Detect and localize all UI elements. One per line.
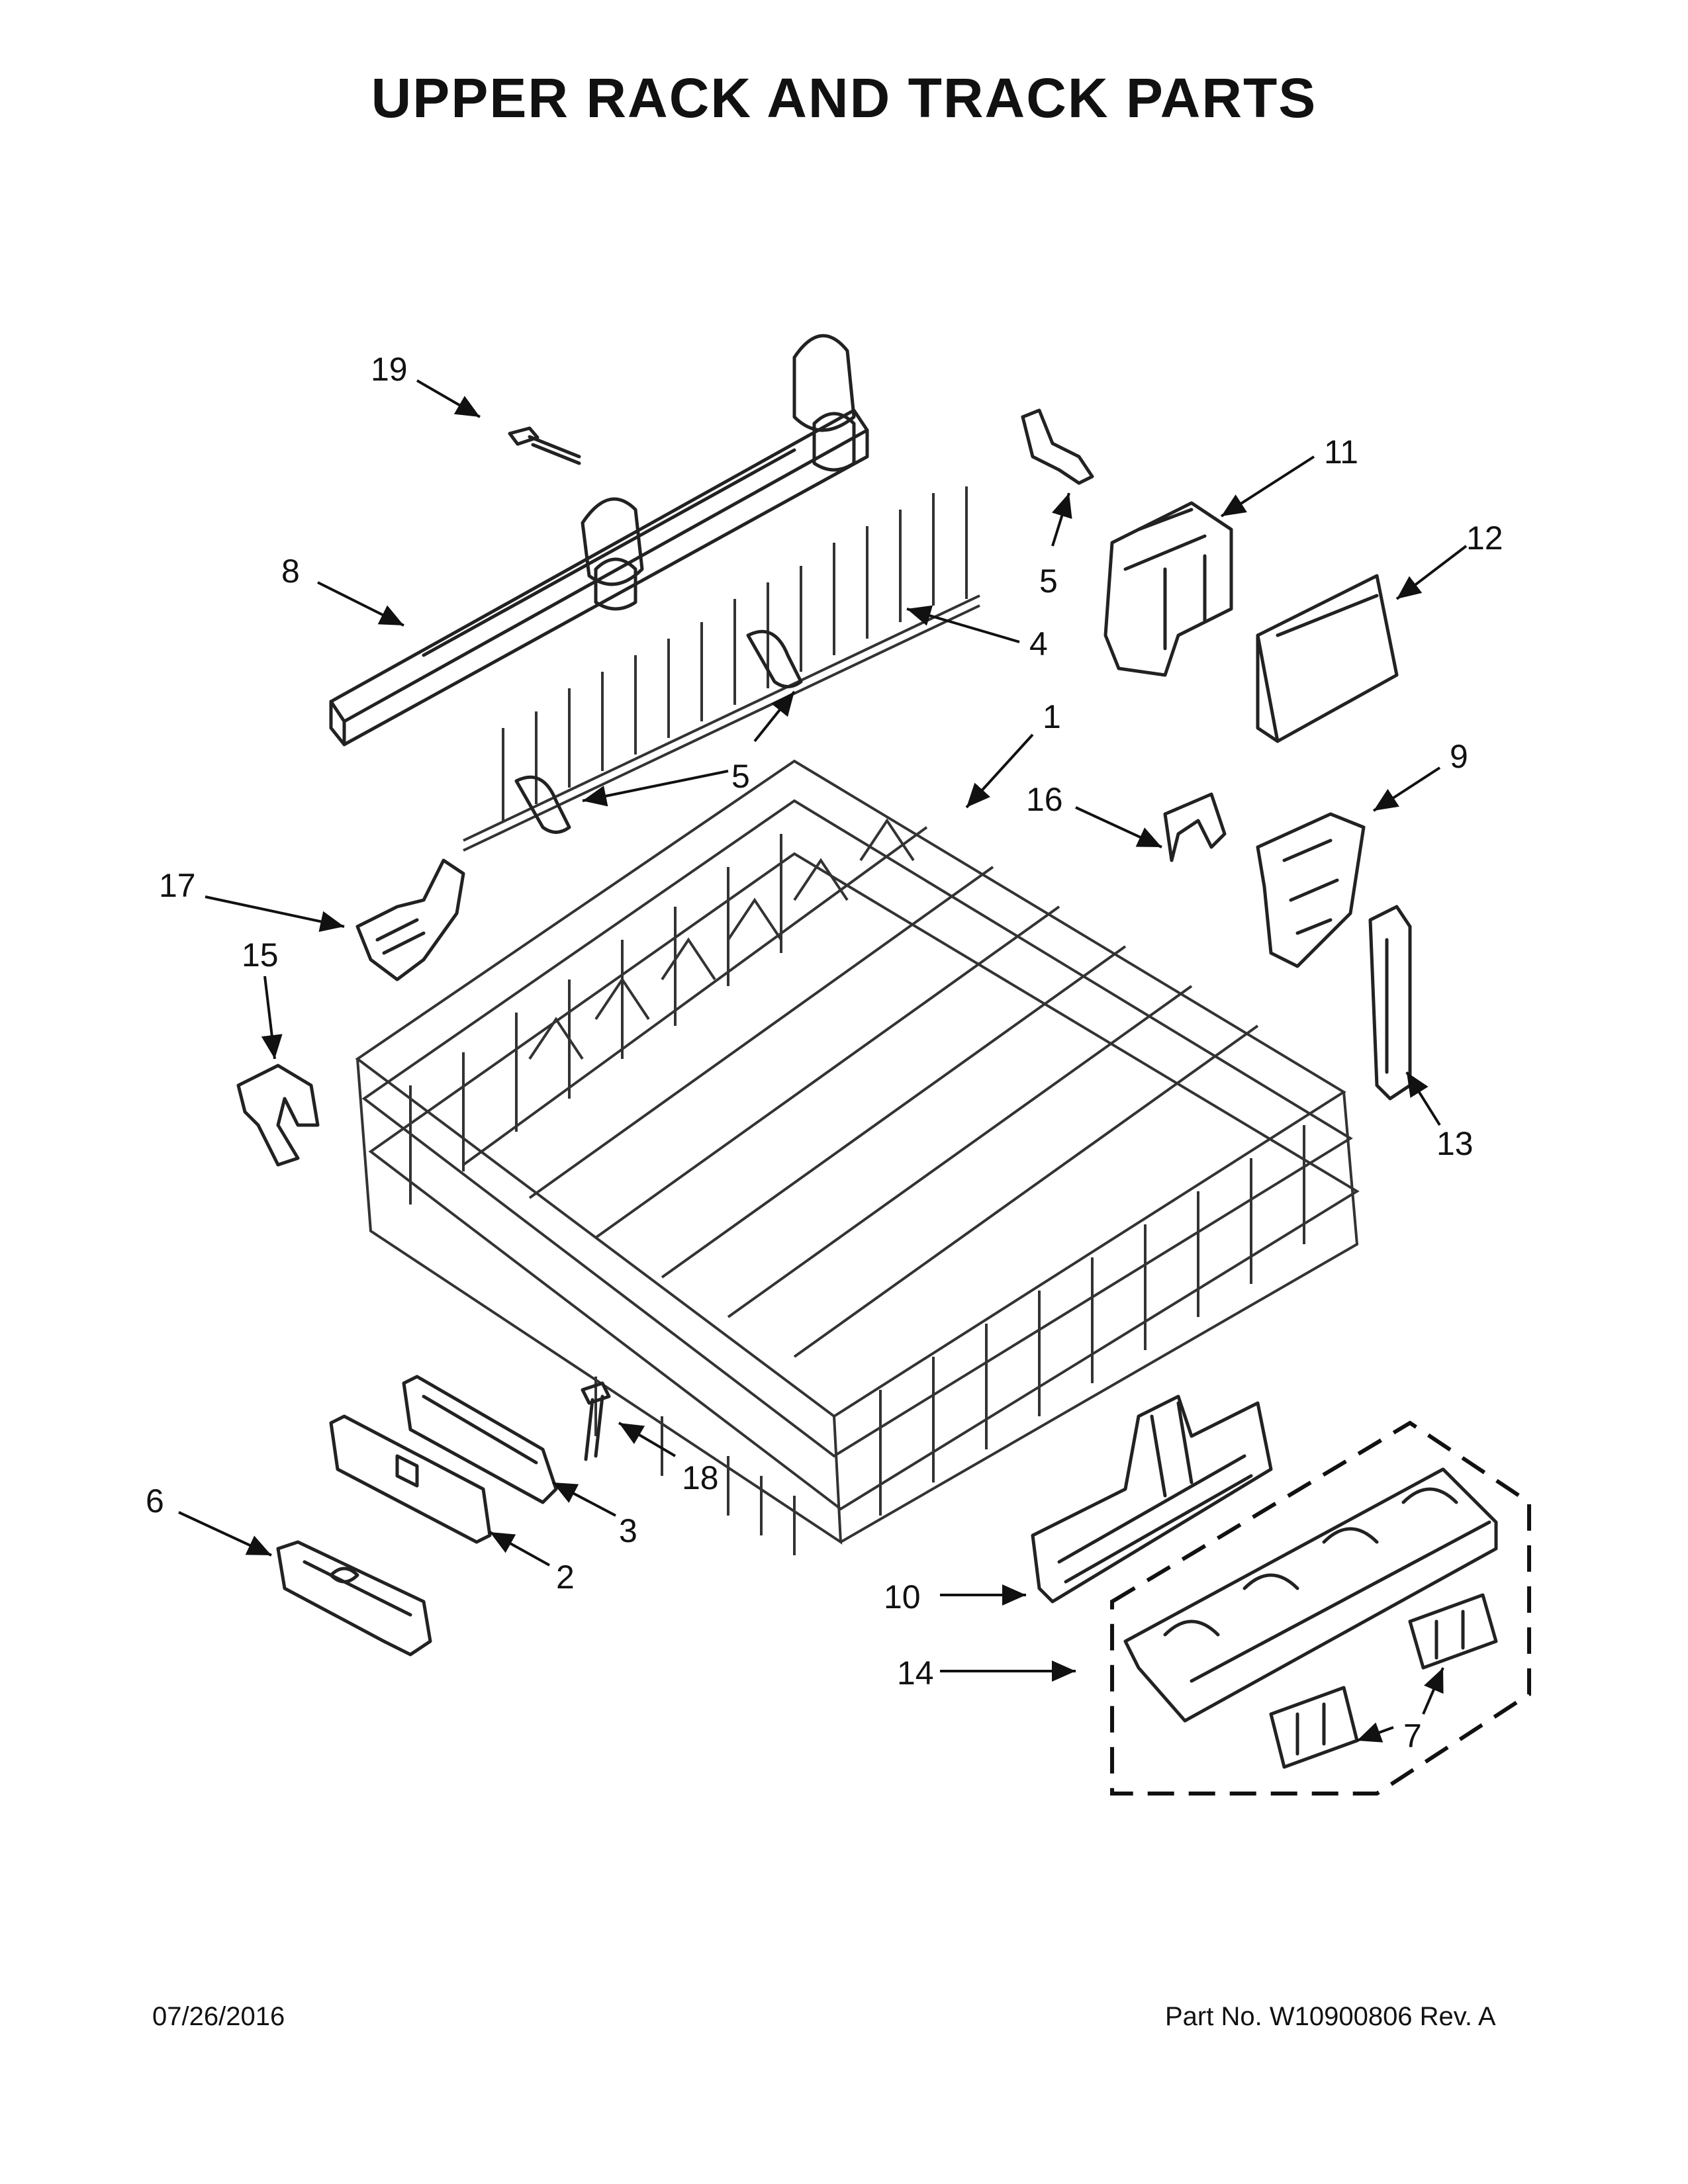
callout-8: 8 xyxy=(281,553,300,590)
part-17-clip xyxy=(355,858,465,981)
leader-4 xyxy=(906,605,1020,643)
part-15-clip xyxy=(236,1064,320,1167)
callout-5-upper: 5 xyxy=(1039,563,1058,600)
part-9-bracket xyxy=(1256,812,1366,968)
leader-3 xyxy=(552,1481,616,1517)
leader-5a xyxy=(1051,492,1072,547)
callout-6: 6 xyxy=(146,1482,164,1520)
part-19-screw xyxy=(508,426,581,465)
part-5-clip-upper xyxy=(1021,408,1094,485)
callout-4: 4 xyxy=(1029,625,1048,662)
leader-7b xyxy=(1422,1667,1444,1715)
callout-13: 13 xyxy=(1436,1125,1474,1162)
leader-5b xyxy=(582,770,729,807)
leader-6 xyxy=(178,1511,272,1557)
leader-11 xyxy=(1220,455,1315,518)
callout-19: 19 xyxy=(371,351,408,388)
leader-7a xyxy=(1356,1722,1394,1743)
callout-7: 7 xyxy=(1403,1717,1422,1754)
part-4-tine-row xyxy=(463,486,980,852)
leader-8 xyxy=(317,581,404,627)
leader-1 xyxy=(965,733,1034,809)
leader-16 xyxy=(1075,806,1162,848)
callout-14: 14 xyxy=(897,1655,934,1692)
leader-12 xyxy=(1395,545,1468,600)
part-14-tray xyxy=(1123,1467,1498,1723)
part-3-handle-inner xyxy=(402,1375,558,1504)
part-1-upper-rack xyxy=(355,759,1360,1555)
leader-13 xyxy=(1405,1071,1441,1126)
part-11-bracket xyxy=(1103,501,1233,677)
leader-17 xyxy=(205,895,345,933)
callout-1: 1 xyxy=(1043,698,1061,735)
part-6-bracket xyxy=(276,1540,432,1657)
callout-9: 9 xyxy=(1450,738,1468,775)
leader-5c xyxy=(753,690,796,743)
part-13-clip xyxy=(1368,905,1412,1101)
callout-12: 12 xyxy=(1466,520,1503,557)
part-10-rack-adjuster xyxy=(1031,1394,1273,1604)
part-2-handle-cover xyxy=(329,1414,492,1544)
part-8-track-rail xyxy=(329,334,869,747)
callout-17: 17 xyxy=(159,867,196,904)
callout-16: 16 xyxy=(1026,781,1063,818)
part-16-clip xyxy=(1163,792,1227,862)
revision-date: 07/26/2016 xyxy=(152,2002,285,2031)
leader-2 xyxy=(489,1531,550,1567)
leader-18 xyxy=(618,1422,677,1457)
part-12-panel xyxy=(1256,574,1399,743)
leader-19 xyxy=(416,379,481,418)
leader-15 xyxy=(261,976,283,1060)
callout-10: 10 xyxy=(884,1578,921,1615)
part-14-kit-outline xyxy=(1110,1420,1531,1796)
part-number: Part No. W10900806 Rev. A xyxy=(1165,2002,1496,2031)
callout-2: 2 xyxy=(556,1559,575,1596)
callout-15: 15 xyxy=(242,936,279,974)
callout-5-lower: 5 xyxy=(731,758,750,795)
callout-11: 11 xyxy=(1324,433,1358,471)
callout-3: 3 xyxy=(619,1512,637,1549)
callout-18: 18 xyxy=(682,1459,719,1496)
page-title: UPPER RACK AND TRACK PARTS xyxy=(371,67,1317,129)
part-18-screw xyxy=(581,1381,611,1461)
leader-9 xyxy=(1372,766,1441,812)
